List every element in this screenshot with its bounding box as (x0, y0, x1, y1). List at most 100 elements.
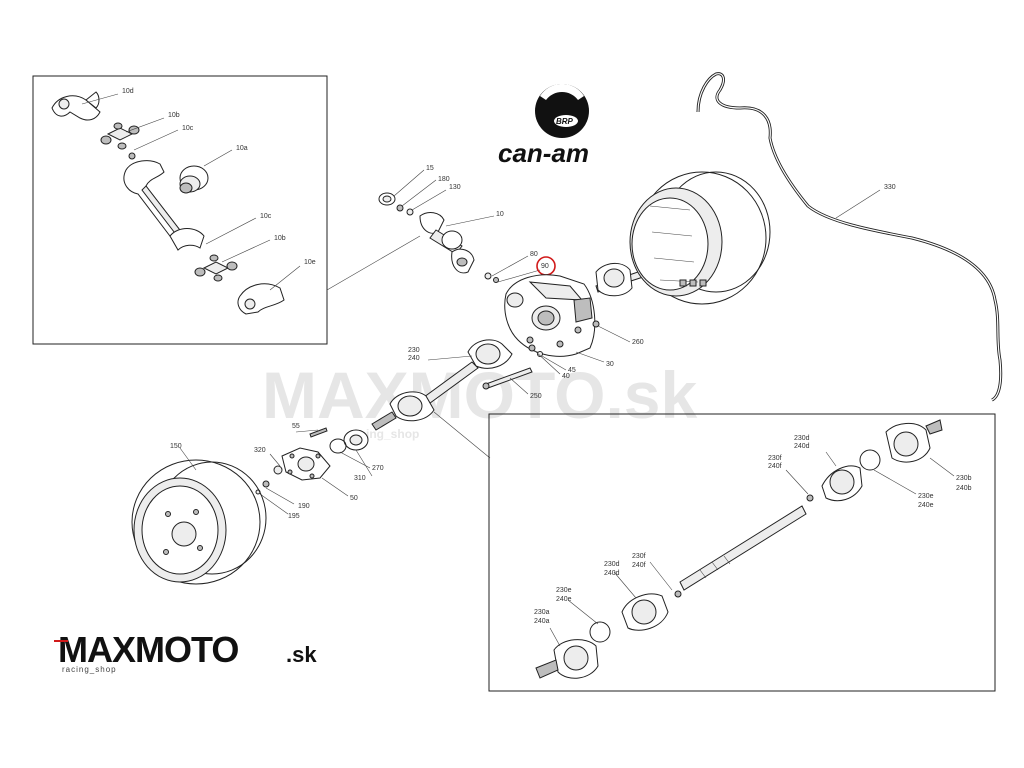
right-wheel (629, 171, 771, 305)
callout-240: 240 (408, 355, 420, 362)
nut-190 (262, 480, 270, 488)
driveshaft-detail-inset: 10d 10b 10c 10a 10c 10b 10e (32, 75, 328, 345)
callout-10b: 10b (168, 112, 180, 119)
callout-320: 320 (254, 447, 266, 454)
axle-detail-inset: 230d 240d 230f 240f 230b 240b 230e 240e … (488, 413, 996, 692)
ring-90 (493, 277, 499, 283)
fasteners-40-45-250: 40 45 250 (482, 344, 576, 400)
clamp-230e-upper (859, 449, 881, 471)
callout-240e-lower: 240e (556, 596, 572, 603)
inset-pointer-line (326, 235, 421, 291)
callout-15: 15 (426, 165, 434, 172)
circlip-270 (329, 438, 347, 454)
clamp-230f-lower (674, 590, 682, 598)
callout-230b: 230b (956, 475, 972, 482)
inset-leader-lines (81, 93, 301, 291)
clamp-230e-lower (589, 621, 611, 643)
callout-55: 55 (292, 423, 300, 430)
bolt-260: 260 (592, 320, 644, 346)
callout-10c-lower: 10c (260, 213, 272, 220)
maxmoto-domain: .sk (286, 642, 317, 667)
outer-cv-joint-230a (535, 639, 599, 679)
callout-230d-lower: 230d (604, 561, 620, 568)
callout-240a: 240a (534, 618, 550, 625)
clamp-230f-upper (806, 494, 814, 502)
callout-230d-upper: 230d (794, 435, 810, 442)
wheel-hub-50 (281, 447, 331, 481)
callout-45: 45 (568, 367, 576, 374)
left-wheel-150: 150 (131, 443, 267, 585)
callout-10c: 10c (182, 125, 194, 132)
callout-80: 80 (530, 251, 538, 258)
callout-230: 230 (408, 347, 420, 354)
propshaft-assembly: 15 180 130 10 80 (378, 165, 541, 283)
left-axle-shaft-230-240: 230 240 (371, 339, 513, 431)
callout-10d: 10d (122, 88, 134, 95)
u-joint-cross-10b-upper (100, 122, 140, 150)
callout-180: 180 (438, 176, 450, 183)
callout-260: 260 (632, 339, 644, 346)
bolt-55 (309, 427, 328, 438)
inset-frame-2 (488, 413, 996, 692)
brp-badge-text: BRP (556, 117, 574, 126)
callout-270: 270 (372, 465, 384, 472)
callout-195: 195 (288, 513, 300, 520)
can-am-logo: BRP can-am (498, 83, 589, 168)
callout-10e: 10e (304, 259, 316, 266)
boot-230d-upper (821, 465, 863, 502)
callout-230a: 230a (534, 609, 550, 616)
yoke-10e (237, 283, 285, 315)
watermark-text: MAXMOTO.sk (262, 358, 697, 432)
washer-45 (537, 351, 543, 357)
callout-230f-upper: 230f (768, 455, 782, 462)
callout-90: 90 (541, 263, 549, 270)
maxmoto-logo: MAXMOTO .sk racing_shop (54, 629, 317, 674)
callout-240f-upper: 240f (768, 463, 782, 470)
callout-230e-upper: 230e (918, 493, 934, 500)
vent-tube-330: 330 (696, 72, 1003, 402)
nut-40 (528, 344, 536, 352)
ring-180 (396, 204, 404, 212)
callout-240e-upper: 240e (918, 502, 934, 509)
highlighted-part-90: 90 (536, 256, 556, 276)
callout-250: 250 (530, 393, 542, 400)
callout-230f-lower: 230f (632, 553, 646, 560)
ring-80 (484, 272, 492, 280)
callout-240b: 240b (956, 485, 972, 492)
callout-10: 10 (496, 211, 504, 218)
callout-240d-lower: 240d (604, 570, 620, 577)
grease-fitting-10c (128, 152, 136, 160)
yoke-10d (51, 91, 101, 121)
differential-housing-30: 30 (504, 274, 614, 368)
callout-130: 130 (449, 184, 461, 191)
callout-10b-lower: 10b (274, 235, 286, 242)
can-am-wordmark: can-am (498, 138, 589, 168)
boot-10a (179, 165, 209, 194)
axle-bar (679, 505, 807, 591)
watermark: MAXMOTO.sk racing_shop (262, 358, 697, 441)
callout-190: 190 (298, 503, 310, 510)
inset-pointer-line-2 (433, 411, 491, 459)
maxmoto-tagline: racing_shop (62, 665, 117, 674)
callout-240d-upper: 240d (794, 443, 810, 450)
callout-30: 30 (606, 361, 614, 368)
callout-10a: 10a (236, 145, 248, 152)
maxmoto-accent (54, 640, 68, 642)
front-yoke (419, 212, 445, 234)
driveshaft-body (123, 160, 205, 251)
washer-130 (406, 208, 414, 216)
boot-230d-lower (621, 593, 669, 631)
washer-320 (273, 465, 283, 475)
callout-150: 150 (170, 443, 182, 450)
callout-240f-lower: 240f (632, 562, 646, 569)
callout-230e-lower: 230e (556, 587, 572, 594)
callout-40: 40 (562, 373, 570, 380)
maxmoto-wordmark: MAXMOTO (58, 629, 238, 670)
propshaft-boot (441, 230, 463, 250)
inner-cv-joint-230b (885, 419, 943, 463)
inset-frame (32, 75, 328, 345)
left-hub-stack: 55 320 50 270 310 190 195 (254, 423, 384, 520)
callout-50: 50 (350, 495, 358, 502)
u-joint-cross-10b-lower (194, 254, 238, 282)
